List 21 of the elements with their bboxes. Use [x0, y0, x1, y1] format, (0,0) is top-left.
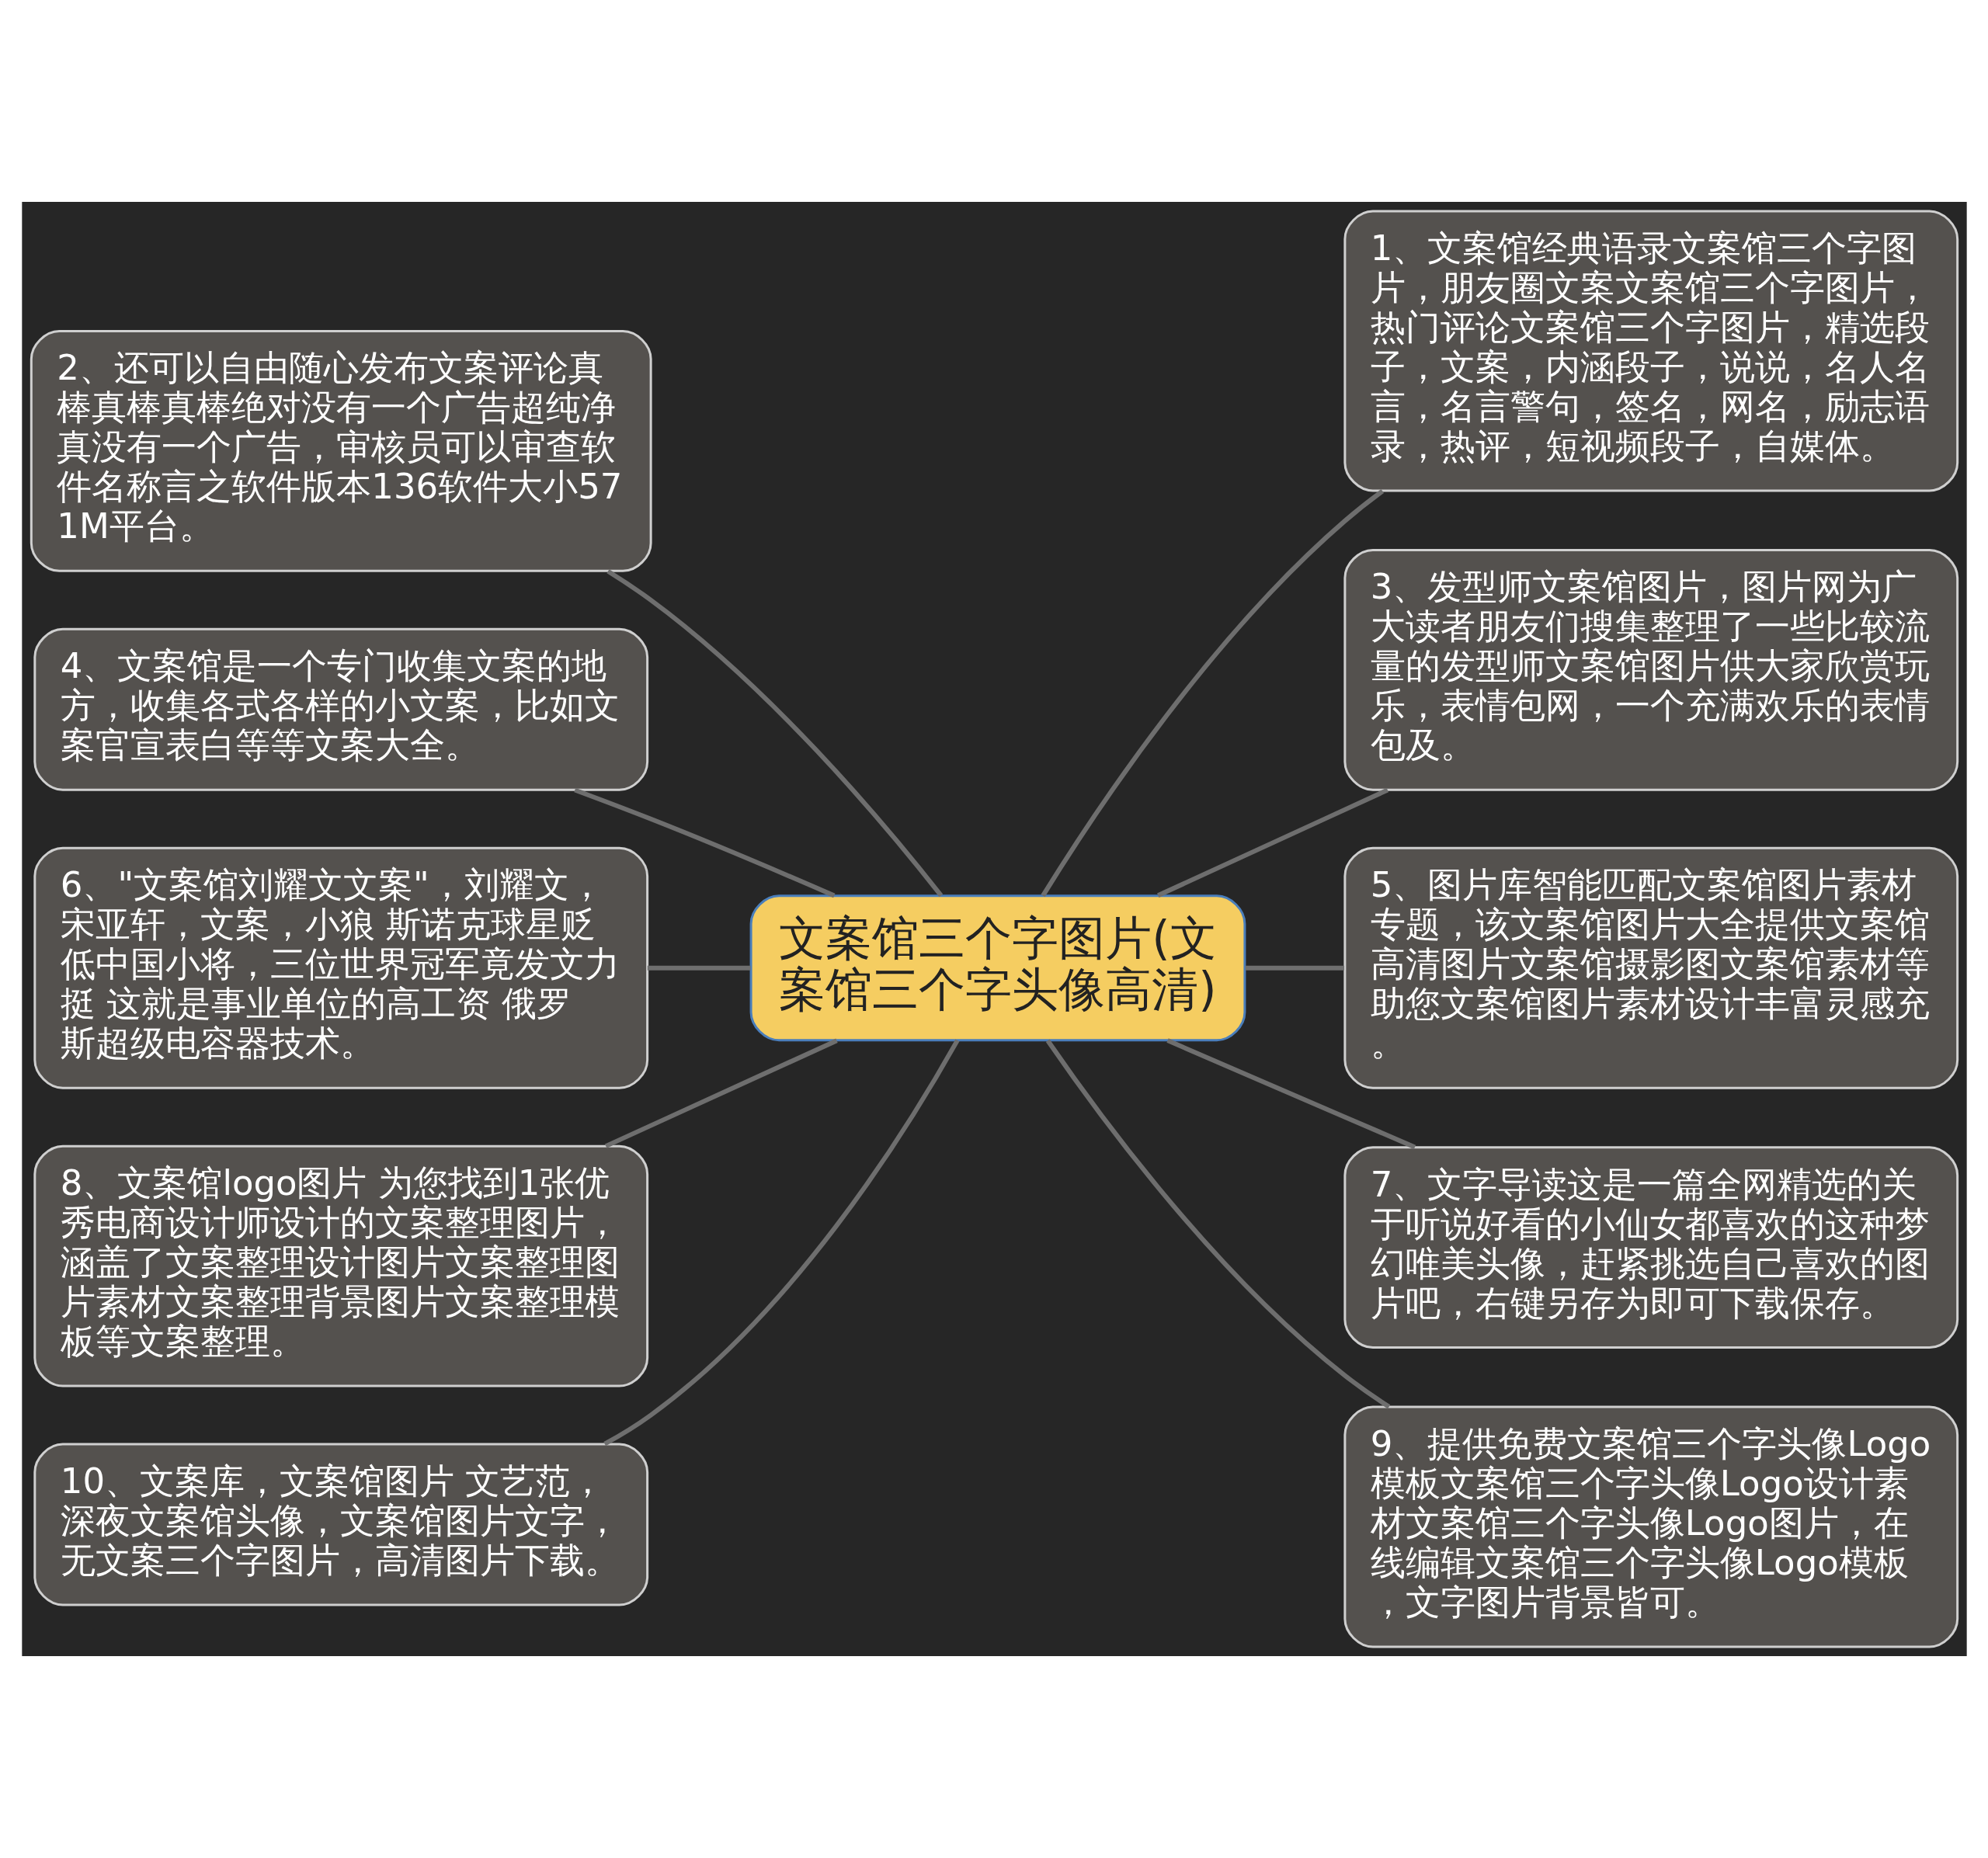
connector — [1166, 1038, 1416, 1150]
node-box: 2、还可以自由随心发布文案评论真棒真棒真棒绝对没有一个广告超纯净真没有一个广告，审核员可以审查软件名称言之软件版本136软件大小571M平台。 — [30, 329, 652, 572]
connector — [647, 965, 750, 971]
connector — [604, 1038, 838, 1148]
node-box: 1、文案馆经典语录文案馆三个字图片，朋友圈文案文案馆三个字图片，热门评论文案馆三个字图片，精选段子，文案，内涵段子，说说，名人名言，名言警句，签名，网名，励志语录，热评，短视频段子，自媒体。 — [1343, 210, 1958, 492]
connector — [603, 1039, 960, 1446]
node-box: 3、发型师文案馆图片，图片网为广大读者朋友们搜集整理了一些比较流量的发型师文案馆图片供大家欣赏玩乐，表情包网，一个充满欢乐的表情包及。 — [1343, 548, 1958, 791]
connector — [1245, 965, 1344, 971]
node-box: 8、文案馆logo图片 为您找到1张优秀电商设计师设计的文案整理图片，涵盖了文案整理设计图片文案整理图片素材文案整理背景图片文案整理模板等文案整理。 — [33, 1144, 648, 1387]
node-box: 9、提供免费文案馆三个字头像Logo模板文案馆三个字头像Logo设计素材文案馆三个字头像Logo图片，在线编辑文案馆三个字头像Logo模板，文字图片背景皆可。 — [1343, 1405, 1958, 1648]
connector — [1040, 489, 1384, 898]
node-box: 10、文案库，文案馆图片 文艺范，深夜文案馆头像，文案馆图片文字，无文案三个字图片，高清图片下载。 — [33, 1443, 648, 1606]
node-box: 文案馆三个字图片(文案馆三个字头像高清) — [749, 894, 1246, 1042]
connector — [573, 787, 835, 898]
connector — [1045, 1039, 1390, 1409]
connector — [606, 569, 943, 898]
node-box: 5、图片库智能匹配文案馆图片素材专题，该文案馆图片大全提供文案馆高清图片文案馆摄影图文案馆素材等助您文案馆图片素材设计丰富灵感充。 — [1343, 846, 1958, 1089]
node-box: 7、文字导读这是一篇全网精选的关于听说好看的小仙女都喜欢的这种梦幻唯美头像，赶紧挑选自己喜欢的图片吧，右键另存为即可下载保存。 — [1343, 1146, 1958, 1349]
connector — [1156, 787, 1388, 898]
node-box: 4、文案馆是一个专门收集文案的地方，收集各式各样的小文案，比如文案官宣表白等等文案大全。 — [33, 627, 648, 791]
node-box: 6、"文案馆刘耀文文案"，刘耀文，宋亚轩，文案，小狼 斯诺克球星贬低中国小将，三位世界冠军竟发文力挺 这就是事业单位的高工资 俄罗斯超级电容器技术。 — [33, 846, 648, 1089]
